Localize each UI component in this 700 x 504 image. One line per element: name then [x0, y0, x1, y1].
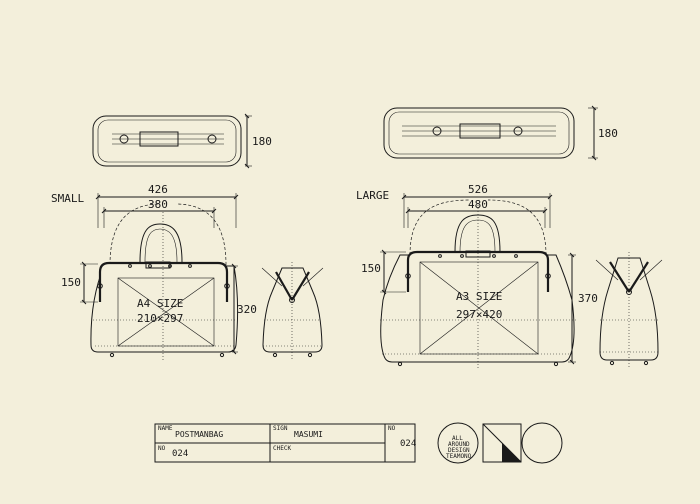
small-height-dim: 320 — [237, 303, 257, 316]
large-size-title: A3 SIZE — [456, 290, 502, 303]
logo-line-4: TEAMONO — [446, 453, 472, 460]
small-outer-width-dim: 426 — [148, 183, 168, 196]
large-side-view — [595, 252, 663, 368]
small-top-height-dim: 180 — [252, 135, 272, 148]
small-size-title: A4 SIZE — [137, 297, 183, 310]
logo-line-1: ALL — [452, 435, 463, 442]
name-value: POSTMANBAG — [175, 430, 223, 439]
small-front-view — [80, 193, 239, 360]
large-frame-height-dim: 150 — [361, 262, 381, 275]
ono-logo — [437, 422, 563, 464]
small-size-dims: 210×297 — [137, 312, 183, 325]
sign-label: SIGN — [273, 425, 288, 432]
right-no-label: NO — [388, 425, 396, 432]
large-inner-width-dim: 480 — [468, 198, 488, 211]
small-frame-height-dim: 150 — [61, 276, 81, 289]
large-size-dims: 297×420 — [456, 308, 502, 321]
title-block — [154, 423, 416, 463]
large-top-height-dim: 180 — [598, 127, 618, 140]
small-top-view — [92, 113, 252, 169]
large-front-view — [380, 193, 576, 370]
no-label: NO — [158, 445, 166, 452]
large-label: LARGE — [356, 189, 389, 202]
name-label: NAME — [158, 425, 173, 432]
large-outer-width-dim: 526 — [468, 183, 488, 196]
large-height-dim: 370 — [578, 292, 598, 305]
check-label: CHECK — [273, 445, 291, 452]
right-no-value: 024 — [400, 439, 416, 449]
large-top-view — [383, 105, 598, 161]
small-label: SMALL — [51, 192, 84, 205]
sign-value: MASUMI — [294, 430, 323, 439]
small-side-view — [261, 262, 324, 360]
small-inner-width-dim: 380 — [148, 198, 168, 211]
no-value: 024 — [172, 449, 188, 459]
logo-line-2: AROUND — [448, 441, 470, 448]
logo-line-3: DESIGN — [448, 447, 470, 454]
